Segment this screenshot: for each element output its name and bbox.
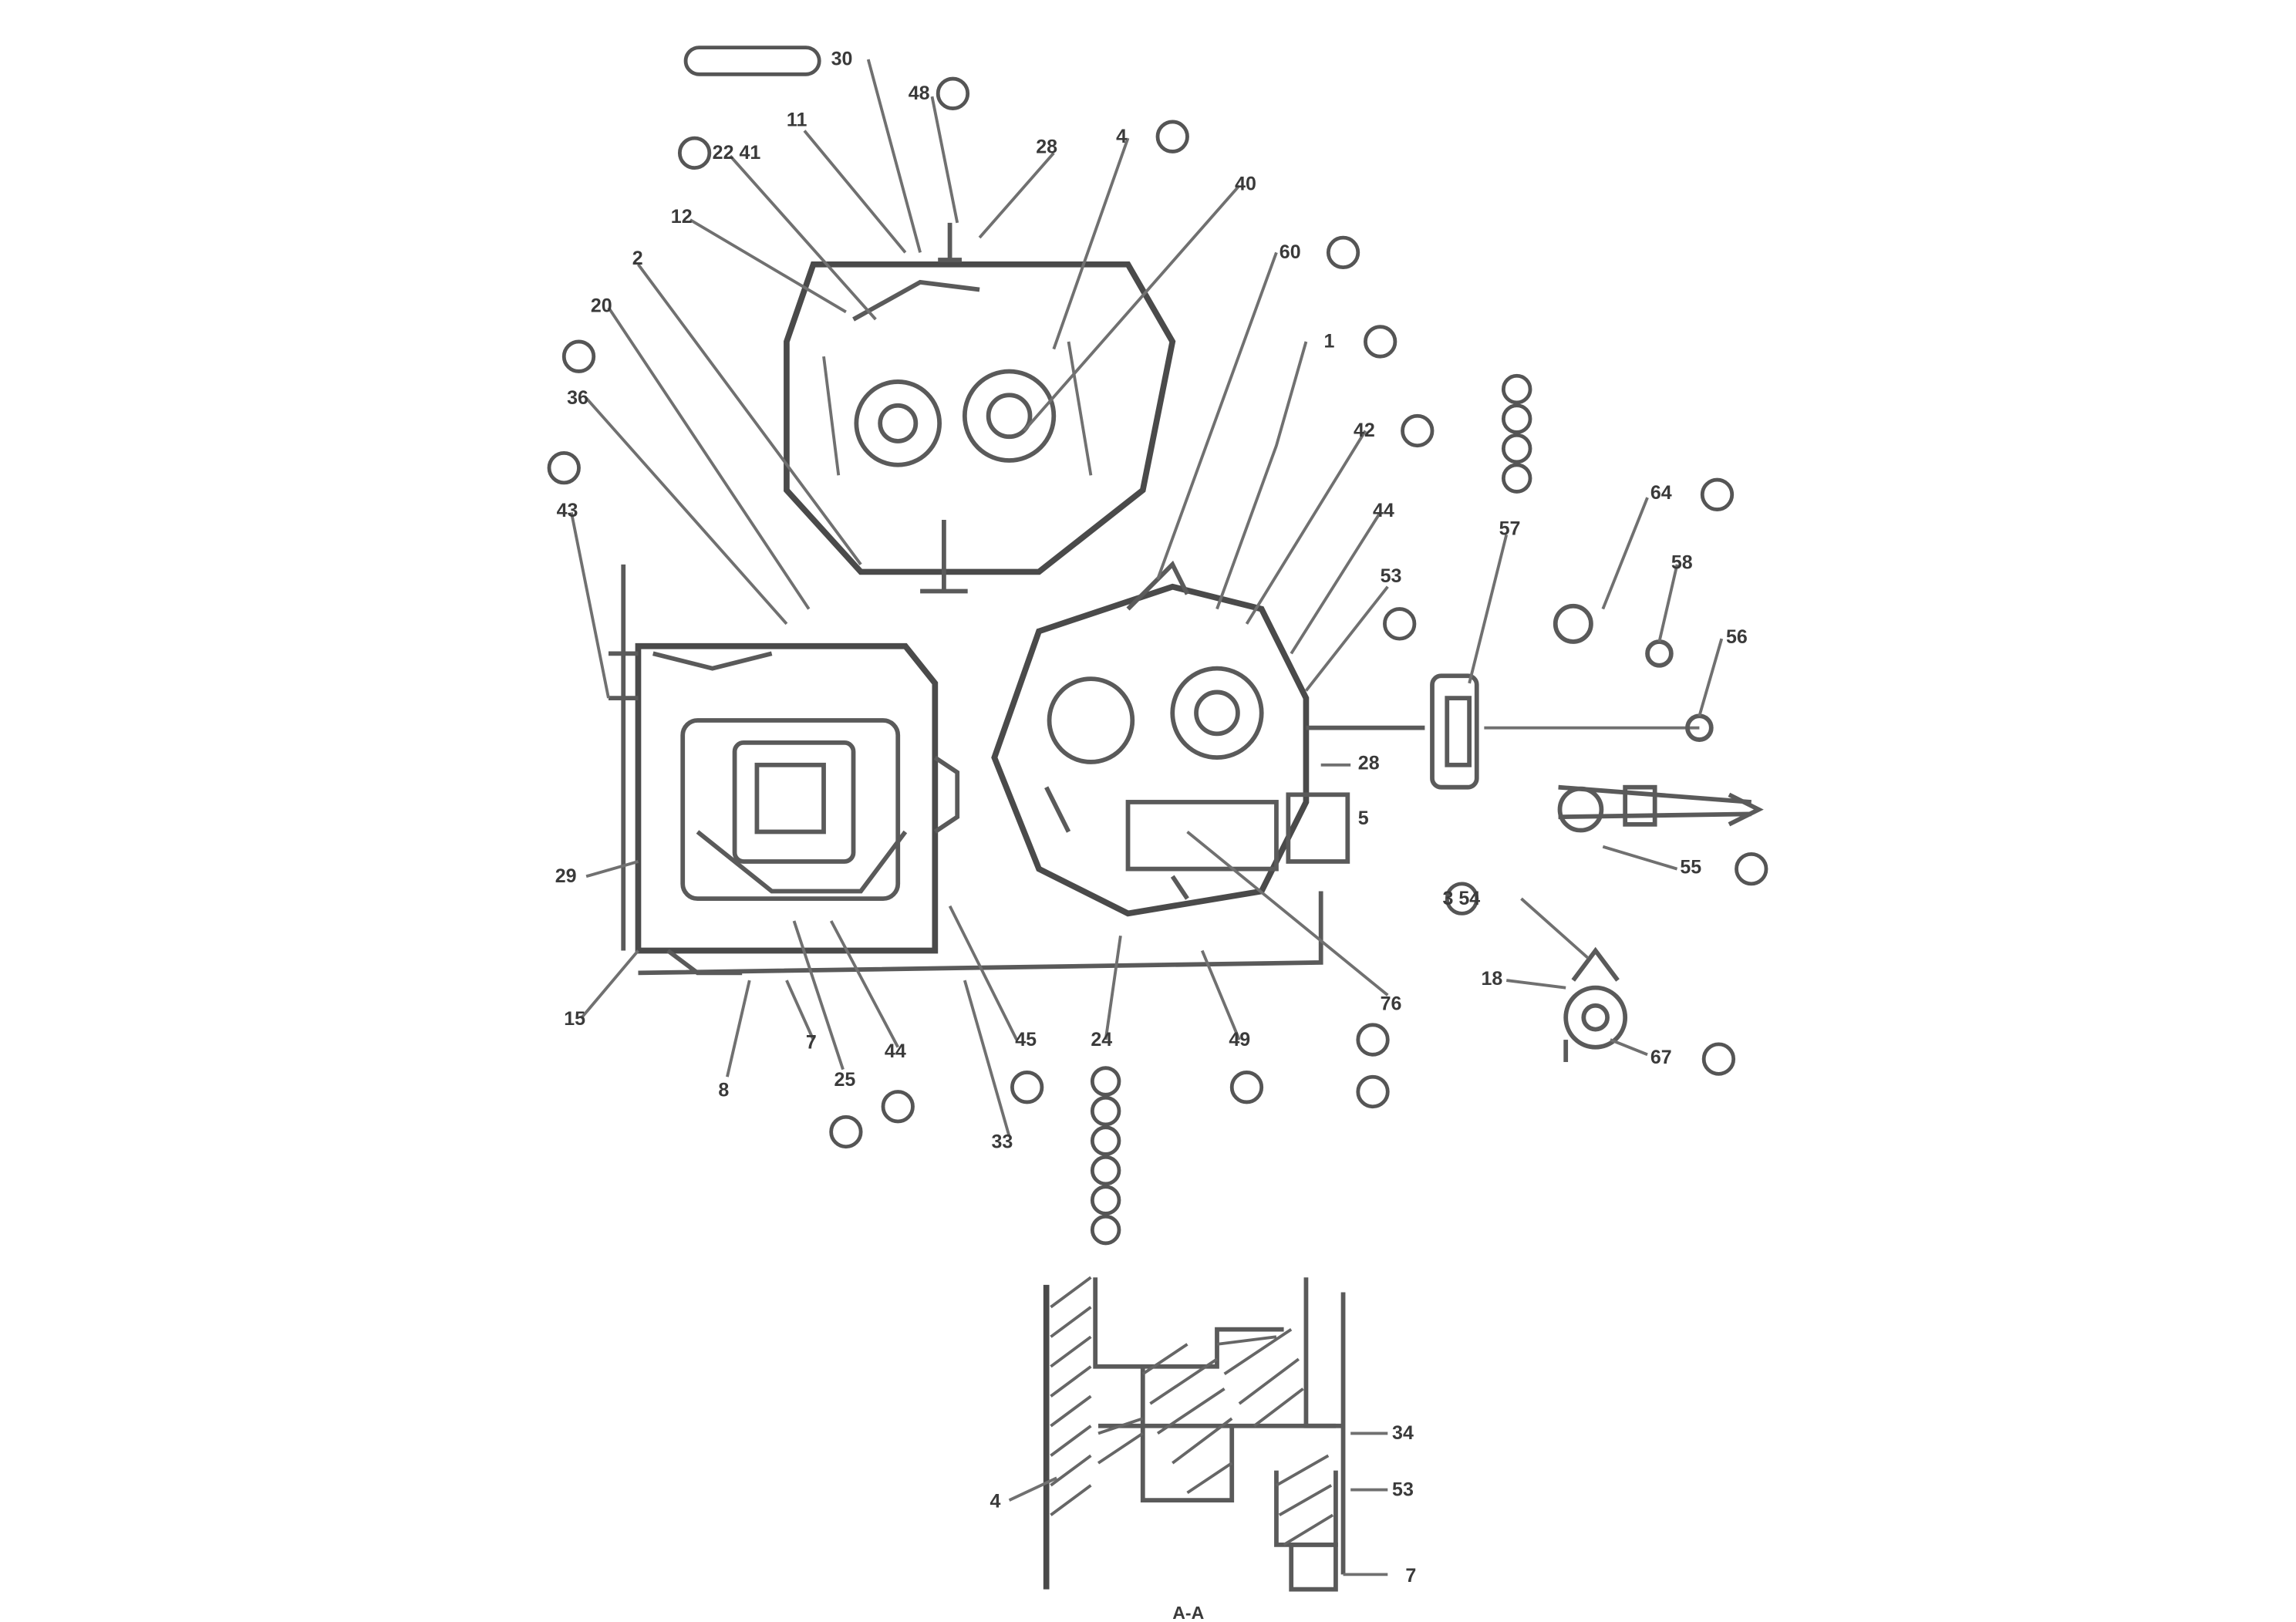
left-housing-assembly bbox=[608, 564, 960, 976]
callout-45: 45 bbox=[1015, 1029, 1037, 1050]
callout-53: 53 bbox=[1381, 565, 1402, 587]
section-view-a-a bbox=[1008, 1276, 1388, 1592]
callout-3-54: 3 54 bbox=[1442, 888, 1480, 909]
callout-34: 34 bbox=[1392, 1422, 1414, 1444]
callout-28: 28 bbox=[1036, 136, 1057, 157]
callout-60: 60 bbox=[1279, 241, 1301, 263]
view-label: A-A bbox=[1172, 1603, 1204, 1622]
base-plate-line bbox=[638, 891, 1323, 976]
callout-labels: 30 48 11 22 41 28 4 40 12 2 20 36 43 60 … bbox=[555, 49, 1748, 1587]
callout-12: 12 bbox=[671, 206, 693, 228]
callout-64: 64 bbox=[1650, 482, 1672, 504]
section-hatching bbox=[1050, 1276, 1334, 1546]
callout-rings bbox=[547, 235, 1768, 1149]
top-cover-assembly bbox=[784, 222, 1176, 594]
callout-8: 8 bbox=[718, 1079, 729, 1101]
callout-53-section: 53 bbox=[1392, 1479, 1414, 1500]
callout-33: 33 bbox=[991, 1131, 1013, 1153]
callout-15: 15 bbox=[564, 1008, 585, 1030]
callout-40: 40 bbox=[1235, 173, 1256, 194]
callout-25: 25 bbox=[834, 1069, 855, 1091]
callout-1: 1 bbox=[1324, 331, 1335, 352]
leader-lines bbox=[569, 59, 1724, 1137]
center-pump-assembly bbox=[991, 560, 1425, 917]
callout-57: 57 bbox=[1499, 518, 1521, 539]
callout-49: 49 bbox=[1229, 1029, 1250, 1050]
callout-2: 2 bbox=[632, 248, 643, 269]
callout-20: 20 bbox=[591, 295, 612, 316]
callout-30: 30 bbox=[831, 49, 853, 70]
callout-44: 44 bbox=[1373, 500, 1394, 521]
elbow-fitting bbox=[1563, 946, 1628, 1062]
callout-67: 67 bbox=[1650, 1047, 1672, 1068]
callout-43: 43 bbox=[557, 500, 578, 521]
callout-5: 5 bbox=[1358, 808, 1369, 829]
callout-76: 76 bbox=[1381, 993, 1402, 1015]
callout-22-41: 22 41 bbox=[713, 142, 761, 164]
callout-28-mid: 28 bbox=[1358, 753, 1380, 774]
callout-36: 36 bbox=[567, 387, 588, 409]
callout-42: 42 bbox=[1354, 420, 1375, 441]
washer-row-top bbox=[677, 46, 1189, 170]
callout-4: 4 bbox=[1116, 126, 1127, 147]
callout-58: 58 bbox=[1671, 552, 1693, 574]
callout-7-section: 7 bbox=[1405, 1565, 1416, 1587]
washer-stack-bottom bbox=[1090, 1066, 1121, 1246]
callout-24: 24 bbox=[1091, 1029, 1112, 1050]
callout-4-section: 4 bbox=[990, 1491, 1001, 1512]
callout-7: 7 bbox=[806, 1032, 817, 1054]
callout-11: 11 bbox=[787, 110, 807, 131]
callout-18: 18 bbox=[1482, 968, 1503, 990]
callout-44-bottom: 44 bbox=[885, 1040, 906, 1062]
washer-stack-right bbox=[1501, 373, 1532, 494]
callout-56: 56 bbox=[1726, 626, 1748, 648]
callout-55: 55 bbox=[1680, 856, 1701, 878]
right-fitting-assembly bbox=[1430, 603, 1764, 833]
callout-29: 29 bbox=[555, 865, 577, 887]
callout-48: 48 bbox=[909, 83, 930, 104]
